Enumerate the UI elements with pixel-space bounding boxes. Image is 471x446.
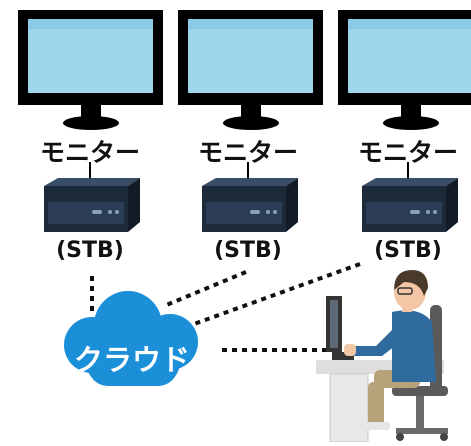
monitor-icon	[18, 10, 163, 130]
person-at-computer-icon	[316, 270, 448, 443]
set-top-box-icon	[44, 178, 140, 232]
set-top-box-icon	[202, 178, 298, 232]
network-links	[90, 262, 361, 352]
stb-label: (STB)	[214, 238, 282, 263]
cloud-icon	[64, 291, 198, 386]
set-top-box-icon	[362, 178, 458, 232]
monitor-label: モニター	[197, 138, 298, 167]
link-stb2-cloud	[163, 270, 247, 308]
stb-label: (STB)	[56, 238, 124, 263]
monitor-stb-connector	[89, 162, 409, 180]
monitor-icon	[178, 10, 323, 130]
monitor-label: モニター	[357, 138, 458, 167]
monitor-icon	[338, 10, 471, 130]
cloud-label: クラウド	[73, 343, 190, 377]
monitor-label: モニター	[39, 138, 140, 167]
stb-label: (STB)	[374, 238, 442, 263]
